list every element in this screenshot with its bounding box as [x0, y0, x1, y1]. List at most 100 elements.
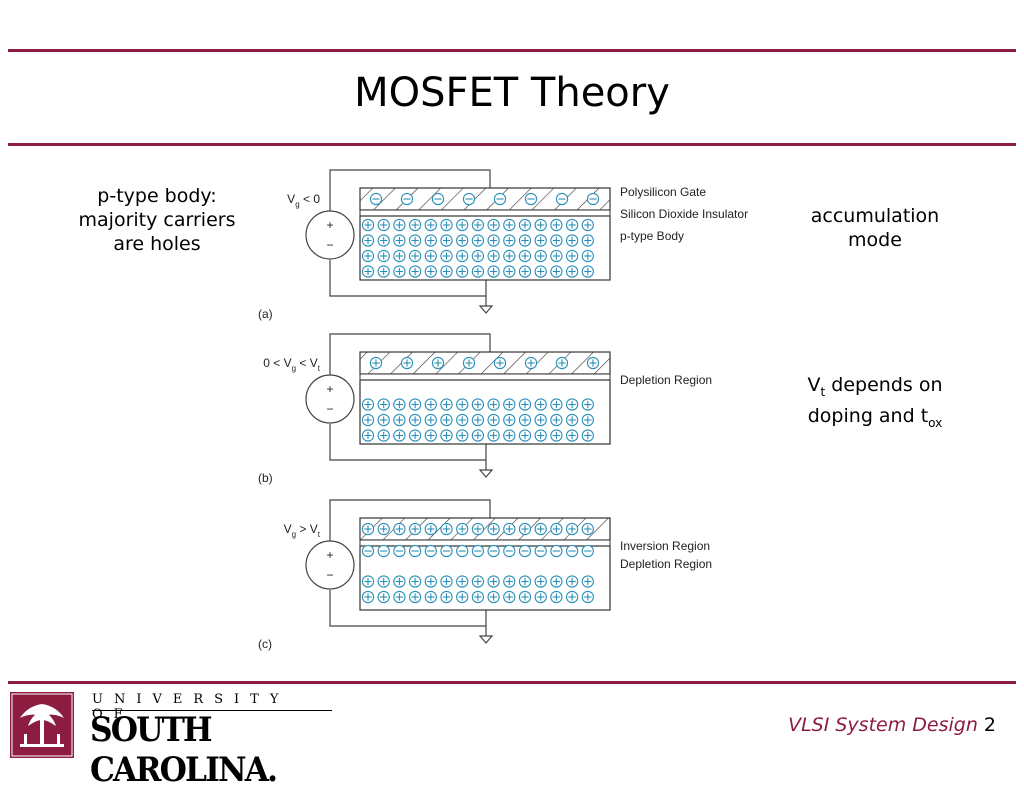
hole-charge — [361, 234, 375, 247]
footer-rule — [8, 681, 1016, 684]
electron-charge — [377, 544, 390, 558]
hole-charge — [408, 249, 422, 263]
electron-charge — [369, 192, 383, 206]
depletion-label: Depletion Region — [620, 373, 712, 387]
insulator-label: Silicon Dioxide Insulator — [620, 207, 748, 221]
left-note-line: are holes — [113, 233, 201, 255]
hole-charge — [503, 234, 516, 247]
logo-south-carolina-text: SOUTH CAROLINA. — [90, 710, 278, 790]
electron-charge — [550, 544, 563, 558]
hole-charge — [518, 413, 532, 427]
hole-charge — [550, 590, 563, 604]
hole-charge — [550, 218, 563, 232]
hole-charge — [534, 413, 547, 427]
hole-charge — [361, 413, 375, 427]
hole-charge — [440, 522, 453, 536]
electron-charge — [518, 544, 532, 558]
hole-charge — [408, 522, 422, 536]
hole-charge — [456, 249, 469, 263]
page-number: 2 — [983, 714, 996, 736]
panel-caption: (b) — [258, 471, 273, 485]
hole-charge — [393, 398, 406, 411]
hole-charge — [456, 522, 469, 536]
hole-charge — [361, 218, 375, 232]
hole-charge — [565, 218, 579, 232]
hole-charge — [581, 265, 594, 278]
hole-charge — [440, 398, 453, 411]
hole-charge — [487, 590, 500, 604]
hole-charge — [424, 429, 437, 442]
hole-charge — [550, 265, 563, 278]
hole-charge — [565, 575, 579, 588]
electron-charge — [408, 544, 422, 558]
hole-charge — [408, 575, 422, 588]
hole-charge — [424, 522, 437, 536]
hole-charge — [361, 590, 375, 604]
voltage-source-icon — [305, 210, 355, 260]
source-minus: − — [326, 568, 333, 582]
left-note-line: majority carriers — [78, 209, 236, 231]
hole-charge — [377, 590, 390, 604]
hole-charge — [361, 265, 375, 278]
hole-charge — [565, 234, 579, 247]
hole-charge — [534, 265, 547, 278]
hole-charge — [408, 590, 422, 604]
hole-charge — [503, 265, 516, 278]
hole-charge — [534, 234, 547, 247]
hole-charge — [503, 575, 516, 588]
hole-charge — [471, 429, 485, 442]
hole-charge — [565, 522, 579, 536]
hole-charge — [581, 249, 594, 263]
source-plus: + — [326, 382, 333, 396]
hole-charge — [369, 356, 383, 370]
hole-charge — [431, 356, 445, 370]
hole-charge — [487, 265, 500, 278]
hole-charge — [424, 575, 437, 588]
hole-charge — [471, 234, 485, 247]
hole-charge — [471, 265, 485, 278]
hole-charge — [471, 249, 485, 263]
hole-charge — [393, 575, 406, 588]
vt-note-text-2: doping and t — [807, 404, 929, 427]
source-minus: − — [326, 402, 333, 416]
ground-wire — [329, 260, 487, 297]
hole-charge — [550, 234, 563, 247]
vt-note-line-1: Vt depends on — [790, 373, 960, 404]
hole-charge — [581, 575, 594, 588]
hole-charge — [524, 356, 538, 370]
hole-charge — [471, 522, 485, 536]
hole-charge — [361, 398, 375, 411]
hole-charge — [550, 249, 563, 263]
footer: VLSI System Design 2 — [788, 714, 996, 736]
electron-charge — [471, 544, 485, 558]
hole-charge — [471, 575, 485, 588]
ground-icon — [478, 635, 494, 644]
hole-charge — [456, 265, 469, 278]
left-note: p-type body: majority carriers are holes — [62, 184, 252, 256]
panel-caption: (a) — [258, 307, 273, 321]
hole-charge — [581, 234, 594, 247]
polysilicon-gate — [359, 187, 611, 211]
electron-charge — [503, 544, 516, 558]
hole-charge — [456, 234, 469, 247]
gate-label: Polysilicon Gate — [620, 185, 706, 199]
gate-wire — [329, 169, 491, 211]
hole-charge — [550, 413, 563, 427]
hole-charge — [456, 218, 469, 232]
hole-charge — [361, 429, 375, 442]
hole-charge — [424, 218, 437, 232]
hole-charge — [440, 234, 453, 247]
hole-charge — [518, 265, 532, 278]
electron-charge — [487, 544, 500, 558]
hole-charge — [377, 249, 390, 263]
hole-charge — [361, 249, 375, 263]
hole-charge — [487, 398, 500, 411]
hole-charge — [503, 429, 516, 442]
source-minus: − — [326, 238, 333, 252]
hole-charge — [408, 234, 422, 247]
hole-charge — [550, 429, 563, 442]
hole-charge — [565, 429, 579, 442]
hole-charge — [503, 218, 516, 232]
